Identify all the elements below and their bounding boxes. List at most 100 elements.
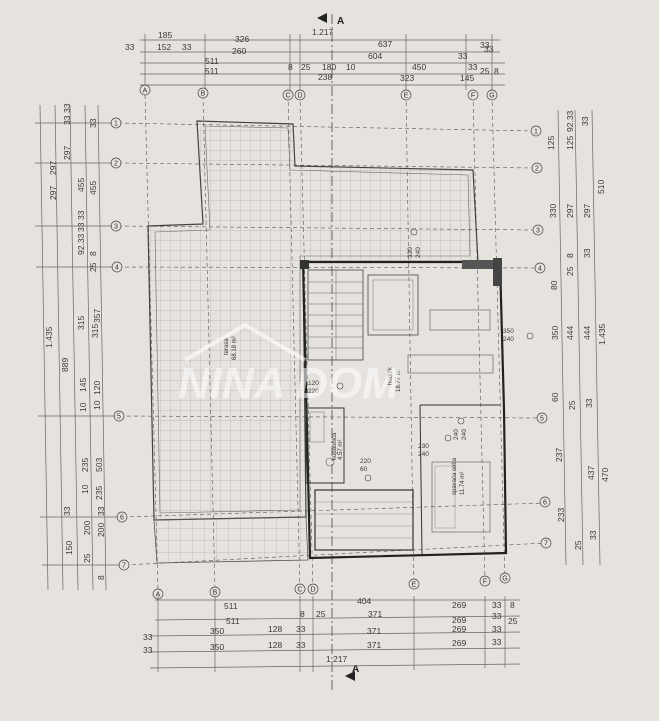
dim-top: 323 [400,73,414,83]
axis-label: 4 [538,266,542,273]
dim-top: 145 [460,73,474,83]
dim-left: 297 [48,161,58,175]
dim-left: 92.33 [76,233,86,255]
grid-bubbles-right: 1 2 3 4 5 6 7 [530,125,552,549]
dim-right: 330 [548,204,558,218]
dim-top: 8 [288,62,293,72]
axis-label: D [297,93,302,100]
dim-right: 8 [565,253,575,258]
dim-left: 33 [62,103,72,113]
dim-right: 25 [573,540,583,550]
dim-bottom: 33 [296,624,306,634]
bedroom-name: spavaća soba [452,457,458,495]
axis-label: 4 [115,265,119,272]
dim-top-total: 1.217 [312,27,334,37]
dim-left: 25 [82,553,92,563]
dim-left: 150 [64,541,74,555]
dim-right: 125 [546,136,556,150]
dim-right-total: 1.435 [597,323,607,345]
section-mark-bottom: A [352,664,359,675]
opening-labels: 120 220 350 240 330 240 220 60 230 240 2… [308,228,534,482]
opening-label: 220 [308,388,319,395]
dim-left: 120 [92,381,102,395]
opening-label: 330 [407,247,414,258]
dim-left: 10 [78,402,88,412]
axis-label: A [156,592,161,599]
opening-label: 220 [360,458,371,465]
axis-label: F [483,579,487,586]
axis-label: A [143,88,148,95]
axis-label: 2 [114,161,118,168]
dim-bottom: 269 [452,624,466,634]
dim-left: 200 [96,523,106,537]
dim-bottom: 33 [143,632,153,642]
opening-label: 240 [453,429,460,440]
dim-top: 511 [205,56,219,66]
dim-bottom: 350 [210,626,224,636]
opening-label: 230 [418,443,429,450]
grid-bubbles-bottom: A B C D E F G [152,572,511,600]
dim-top: 152 [157,42,171,52]
dim-right: 33 [584,398,594,408]
section-markers: A A [317,13,359,690]
dim-left: 8 [96,575,106,580]
dim-left: 315 [90,324,100,338]
dim-top: 25 [480,66,490,76]
section-mark-top: A [337,16,344,27]
axis-label: B [201,91,206,98]
axis-label: E [404,93,409,100]
opening-label: 60 [360,466,368,473]
dim-bottom: 25 [508,616,518,626]
dim-top: 238 [318,72,332,82]
axis-label: B [213,590,218,597]
right-dimensions: 125 92.33 125 330 297 8 25 80 444 350 60… [546,109,610,566]
axis-label: 7 [122,563,126,570]
dim-right: 297 [582,204,592,218]
dim-left: 145 [78,378,88,392]
dim-top: 450 [412,62,426,72]
axis-label: 1 [114,121,118,128]
dim-bottom: 8 [300,609,305,619]
axis-label: C [297,587,302,594]
terrace: terasa 68.18 m² [147,120,479,564]
grid-bubbles-left: 1 2 3 4 5 6 7 [110,117,130,571]
hall-name: hodnik [388,366,394,385]
dim-left: 33 [76,222,86,232]
axis-label: E [412,582,417,589]
dim-bottom: 33 [296,640,306,650]
dim-right: 297 [565,204,575,218]
watermark-text: NINA DOM [178,359,400,408]
dim-top: 260 [232,46,246,56]
dim-left: 235 [94,486,104,500]
axis-label: 1 [534,129,538,136]
axis-label: G [502,576,507,583]
dim-top: 637 [378,39,392,49]
dim-bottom: 25 [316,609,326,619]
dim-bottom: 371 [367,640,381,650]
dim-left: 33 [96,506,106,516]
dim-bottom: 371 [367,626,381,636]
dim-right: 60 [550,392,560,402]
dim-top: 511 [205,66,219,76]
dim-right: 510 [596,180,606,194]
dim-right: 237 [554,448,564,462]
dim-bottom: 269 [452,615,466,625]
dim-right: 33 [580,116,590,126]
left-dimensions: 33 297 297 1.435 33 455 33 889 33 297 45… [35,103,120,591]
dim-right: 350 [550,326,560,340]
dim-bottom: 33 [492,624,502,634]
dim-left: 25 [88,262,98,272]
dim-left: 33 [62,115,72,125]
dim-left: 315 [76,316,86,330]
dim-bottom: 404 [357,596,371,606]
bathroom-area: 4.57 m² [338,440,344,460]
dim-right: 444 [565,326,575,340]
axis-label: C [285,93,290,100]
dim-right: 125 [565,136,575,150]
dim-right: 92.33 [565,110,575,132]
opening-label: 240 [418,451,429,458]
dim-top: 33 [125,42,135,52]
dim-left: 33 [62,506,72,516]
